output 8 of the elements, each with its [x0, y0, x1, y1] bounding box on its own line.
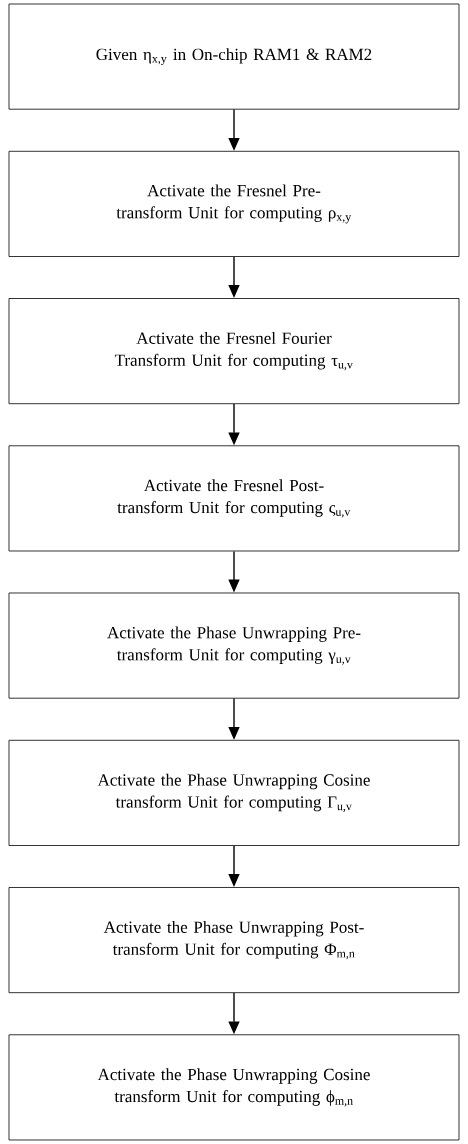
process-box: Activate the Phase Unwrapping Cosine transform Unit for computing Γ$_{u,v}$: [8, 739, 460, 846]
process-box: Activate the Fresnel Post-transform Unit for computing ς$_{u,v}$: [8, 445, 460, 552]
process-box: Activate the Phase Unwrapping Post-transform Unit for computing Φ$_{m,n}$: [8, 887, 460, 994]
process-box: Activate the Fresnel Pre-transform Unit for computing ρ$_{x,y}$: [8, 150, 460, 257]
process-box: Activate the Phase Unwrapping Pre-transform Unit for computing γ$_{u,v}$: [8, 592, 460, 699]
process-box: Activate the Fresnel Fourier Transform Unit for computing τ$_{u,v}$: [8, 298, 460, 405]
process-box: Given η$_{x,y}$ in On-chip RAM1 & RAM2: [8, 3, 460, 110]
process-box: Activate the Phase Unwrapping Cosine transform Unit for computing ϕ$_{m,n}$: [8, 1034, 460, 1141]
